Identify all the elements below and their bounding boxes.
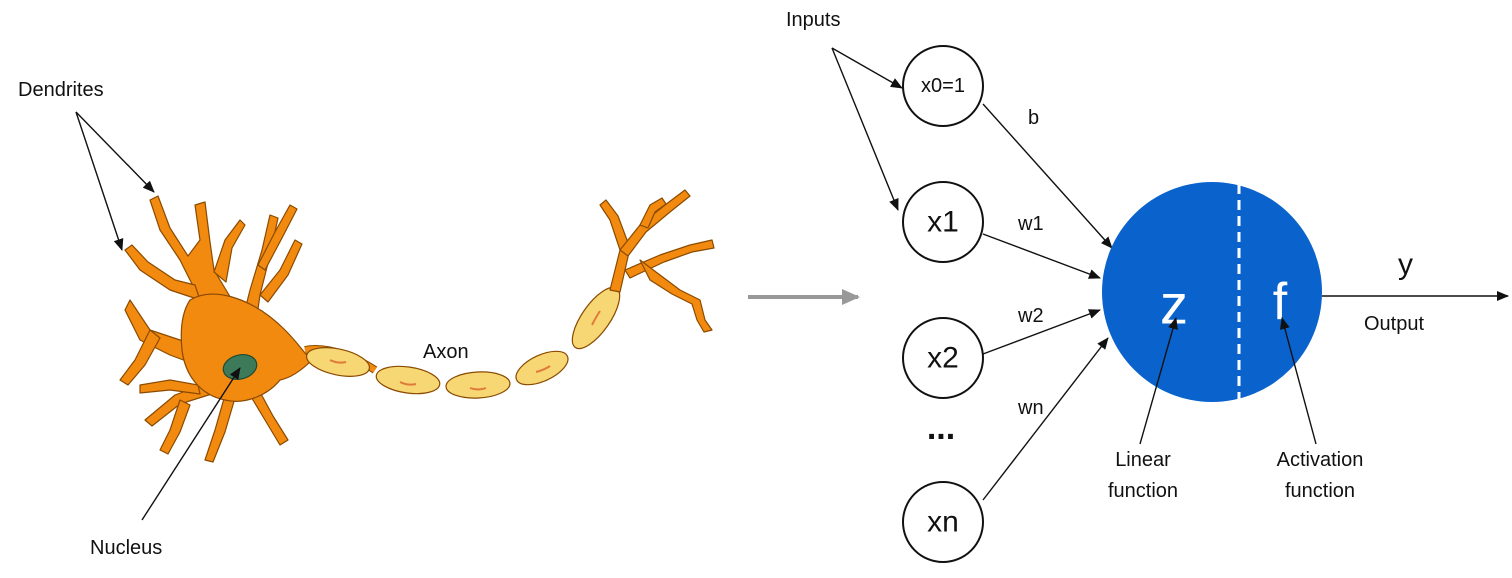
biological-neuron	[119, 189, 715, 463]
svg-text:x2: x2	[927, 342, 959, 375]
neuron-pointers	[75, 111, 241, 521]
svg-text:xn: xn	[927, 506, 959, 539]
inputs-pointers	[831, 47, 903, 211]
weight-edges	[982, 103, 1113, 501]
dendrites	[119, 195, 303, 463]
weight-b: b	[1028, 107, 1039, 129]
linear-label-line2: function	[1108, 480, 1178, 502]
soma	[180, 293, 313, 402]
inputs-label: Inputs	[786, 9, 840, 31]
linear-label-line1: Linear	[1115, 449, 1171, 471]
weight-w2: w2	[1017, 305, 1044, 327]
activation-label-line1: Activation	[1277, 449, 1364, 471]
svg-text:x0=1: x0=1	[921, 75, 965, 97]
activation-label-line2: function	[1285, 480, 1355, 502]
weight-wn: wn	[1017, 397, 1044, 419]
neuron-unit: z f	[1102, 182, 1322, 402]
output-label: Output	[1364, 313, 1424, 335]
axon	[304, 286, 621, 399]
function-pointers	[1139, 317, 1317, 445]
weight-w1: w1	[1017, 213, 1044, 235]
activation-symbol: f	[1273, 273, 1288, 331]
axon-terminals	[599, 189, 715, 333]
perceptron: Inputs x0=1 x1 x2 ... xn b	[786, 9, 1509, 563]
input-node-x1: x1	[902, 181, 984, 263]
svg-text:x1: x1	[927, 206, 959, 239]
nucleus-label: Nucleus	[90, 537, 162, 559]
dendrites-label: Dendrites	[18, 79, 104, 101]
ellipsis: ...	[927, 409, 955, 447]
output-symbol: y	[1398, 248, 1413, 281]
input-node-x2: x2	[902, 317, 984, 399]
axon-label: Axon	[423, 341, 469, 363]
input-node-xn: xn	[902, 481, 984, 563]
input-node-x0: x0=1	[902, 45, 984, 127]
